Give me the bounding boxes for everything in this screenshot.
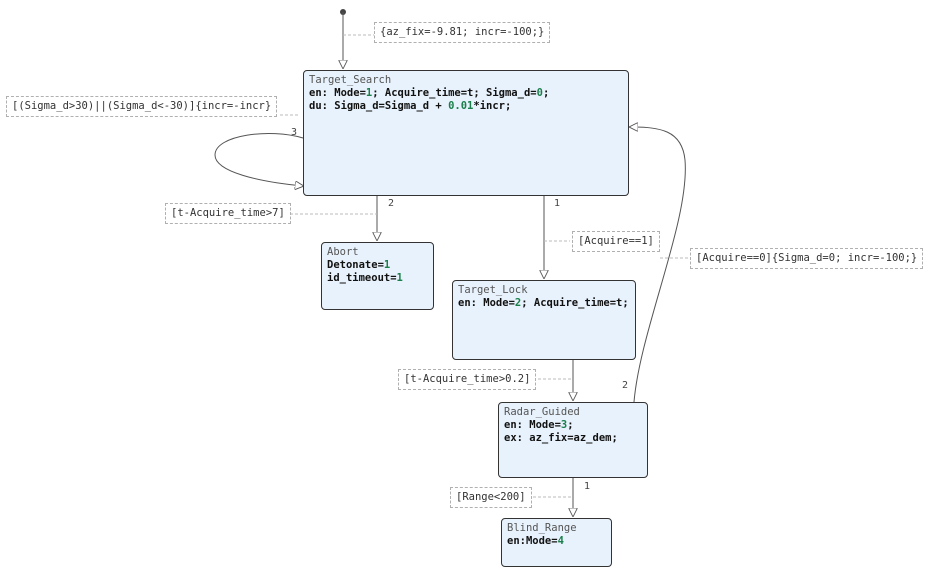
state-title: Target_Lock <box>458 284 528 296</box>
radar-to-search-order: 2 <box>622 380 629 391</box>
default-transition-label[interactable]: {az_fix=-9.81; incr=-100;} <box>374 22 551 43</box>
state-entry-action: en: Mode=2; Acquire_time=t; <box>458 297 629 309</box>
state-entry-action: en:Mode=4 <box>507 535 564 547</box>
self-loop-arrow <box>214 133 303 186</box>
self-loop-order: 3 <box>291 127 298 138</box>
radar-to-blind-label[interactable]: [Range<200] <box>450 487 532 508</box>
lock-to-search-label[interactable]: [Acquire==0]{Sigma_d=0; incr=-100;} <box>690 248 924 269</box>
state-target-search[interactable]: Target_Search en: Mode=1; Acquire_time=t… <box>303 70 629 196</box>
to-lock-order: 1 <box>554 198 561 209</box>
state-entry-action: en: Mode=3; <box>504 419 574 431</box>
radar-to-search-arrow <box>630 127 686 403</box>
state-title: Radar_Guided <box>504 406 580 418</box>
state-action: id_timeout=1 <box>327 272 403 284</box>
to-abort-order: 2 <box>388 198 395 209</box>
state-entry-action: en: Mode=1; Acquire_time=t; Sigma_d=0; <box>309 87 550 99</box>
state-title: Blind_Range <box>507 522 577 534</box>
to-blind-order: 1 <box>584 481 591 492</box>
state-action: Detonate=1 <box>327 259 391 271</box>
state-target-lock[interactable]: Target_Lock en: Mode=2; Acquire_time=t; <box>452 280 636 360</box>
state-radar-guided[interactable]: Radar_Guided en: Mode=3; ex: az_fix=az_d… <box>498 402 648 478</box>
state-title: Abort <box>327 246 359 258</box>
state-exit-action: ex: az_fix=az_dem; <box>504 432 618 444</box>
search-to-abort-label[interactable]: [t-Acquire_time>7] <box>165 203 291 224</box>
state-during-action: du: Sigma_d=Sigma_d + 0.01*incr; <box>309 100 512 112</box>
lock-to-radar-label[interactable]: [t-Acquire_time>0.2] <box>398 369 537 390</box>
state-title: Target_Search <box>309 74 392 86</box>
state-blind-range[interactable]: Blind_Range en:Mode=4 <box>501 518 612 567</box>
state-abort[interactable]: Abort Detonate=1 id_timeout=1 <box>321 242 434 310</box>
search-to-lock-label[interactable]: [Acquire==1] <box>572 231 660 252</box>
self-loop-label[interactable]: [(Sigma_d>30)||(Sigma_d<-30)]{incr=-incr… <box>6 96 278 117</box>
